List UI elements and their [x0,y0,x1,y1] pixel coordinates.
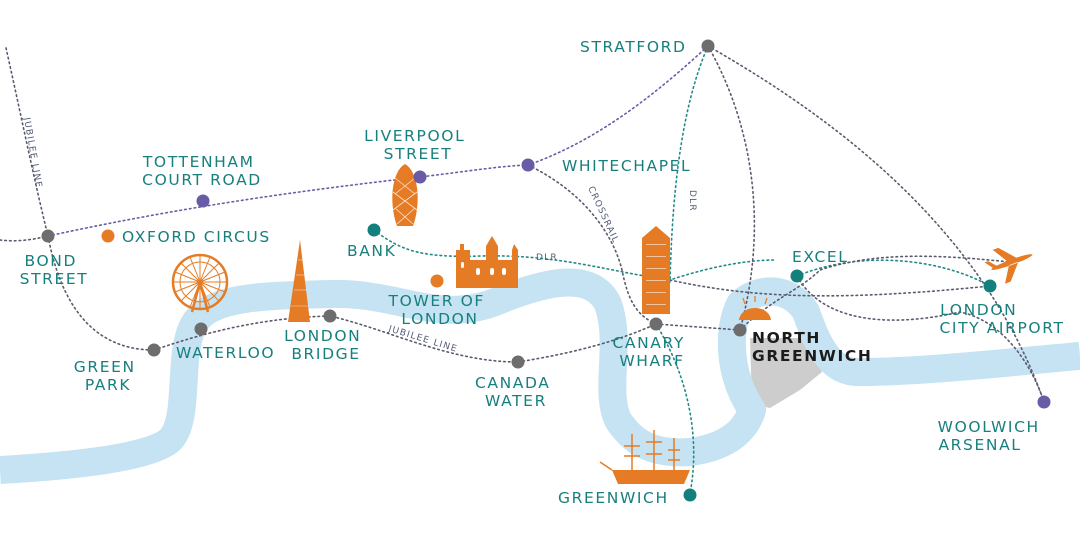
line-label-jubilee-mid: JUBILEE LINE [386,324,459,355]
label-tower-of-london: TOWER OF LONDON [388,292,492,328]
station-tottenham-court-road[interactable] [196,194,210,208]
label-excel: EXCEL [792,248,849,266]
station-waterloo[interactable] [194,322,208,336]
station-london-bridge[interactable] [323,309,337,323]
label-bank: BANK [347,242,396,260]
route-north-greenwich-up [739,255,1011,331]
station-excel[interactable] [790,269,804,283]
station-dots [41,39,1051,502]
route-central [47,45,709,237]
label-london-bridge: LONDON BRIDGE [284,327,368,363]
shard-icon [288,240,310,322]
skyscraper-icon [642,226,670,314]
station-liverpool-street[interactable] [413,170,427,184]
line-label-jubilee-left: JUBILEE LINE [21,116,43,189]
tall-ship-icon [599,430,690,484]
route-dlr-woolwich [796,275,1045,403]
station-north-greenwich[interactable] [733,323,747,337]
station-canary-wharf[interactable] [649,317,663,331]
label-canary-wharf: CANARY WHARF [612,334,691,370]
gherkin-icon [392,164,418,226]
station-stratford[interactable] [701,39,715,53]
label-bond-street: BOND STREET [20,252,89,288]
station-tower-of-london[interactable] [430,274,444,288]
route-crossrail [527,164,657,325]
route-dlr-greenwich [655,323,695,495]
station-bank[interactable] [367,223,381,237]
station-canada-water[interactable] [511,355,525,369]
line-label-dlr-tower: DLR [536,253,558,263]
line-label-crossrail: CROSSRAIL [585,185,620,245]
station-bond-street[interactable] [41,229,55,243]
route-dlr-stratford-2 [707,45,756,331]
route-dlr-stratford-1 [669,45,709,283]
route-jubilee-north [5,47,49,237]
label-stratford: STRATFORD [580,38,687,56]
airplane-icon [984,247,1033,284]
station-woolwich-arsenal[interactable] [1037,395,1051,409]
route-excel-airport-2 [669,279,991,297]
route-excel-airport [796,259,991,287]
label-oxford-circus: OXFORD CIRCUS [122,228,271,246]
route-dlr-bank [373,229,776,281]
station-greenwich[interactable] [683,488,697,502]
label-london-city-airport: LONDON CITY AIRPORT [939,301,1064,337]
route-jubilee-south [47,235,155,351]
station-london-city-airport[interactable] [983,279,997,293]
label-canada-water: CANADA WATER [475,374,557,410]
route-bond-west [0,235,49,242]
routes [0,45,1045,495]
route-dlr-stratford-3 [707,45,1045,403]
station-labels: STRATFORD LIVERPOOL STREET WHITECHAPEL T… [20,38,1064,507]
label-whitechapel: WHITECHAPEL [562,157,691,175]
label-woolwich-arsenal: WOOLWICH ARSENAL [938,418,1047,454]
label-green-park: GREEN PARK [74,358,143,394]
station-oxford-circus[interactable] [101,229,115,243]
dome-icon [739,296,771,320]
greenwich-peninsula [750,338,822,408]
line-label-dlr-stratford: DLR [687,190,697,212]
river-thames [0,268,1080,484]
ferris-wheel-icon [171,253,229,313]
castle-icon [456,236,518,288]
route-jubilee-thames [153,315,741,363]
label-liverpool-street: LIVERPOOL STREET [364,127,472,163]
station-green-park[interactable] [147,343,161,357]
label-north-greenwich: NORTH GREENWICH [752,329,872,365]
label-tottenham-court-road: TOTTENHAM COURT ROAD [142,153,262,189]
label-waterloo: WATERLOO [176,344,275,362]
label-greenwich: GREENWICH [558,489,669,507]
station-whitechapel[interactable] [521,158,535,172]
